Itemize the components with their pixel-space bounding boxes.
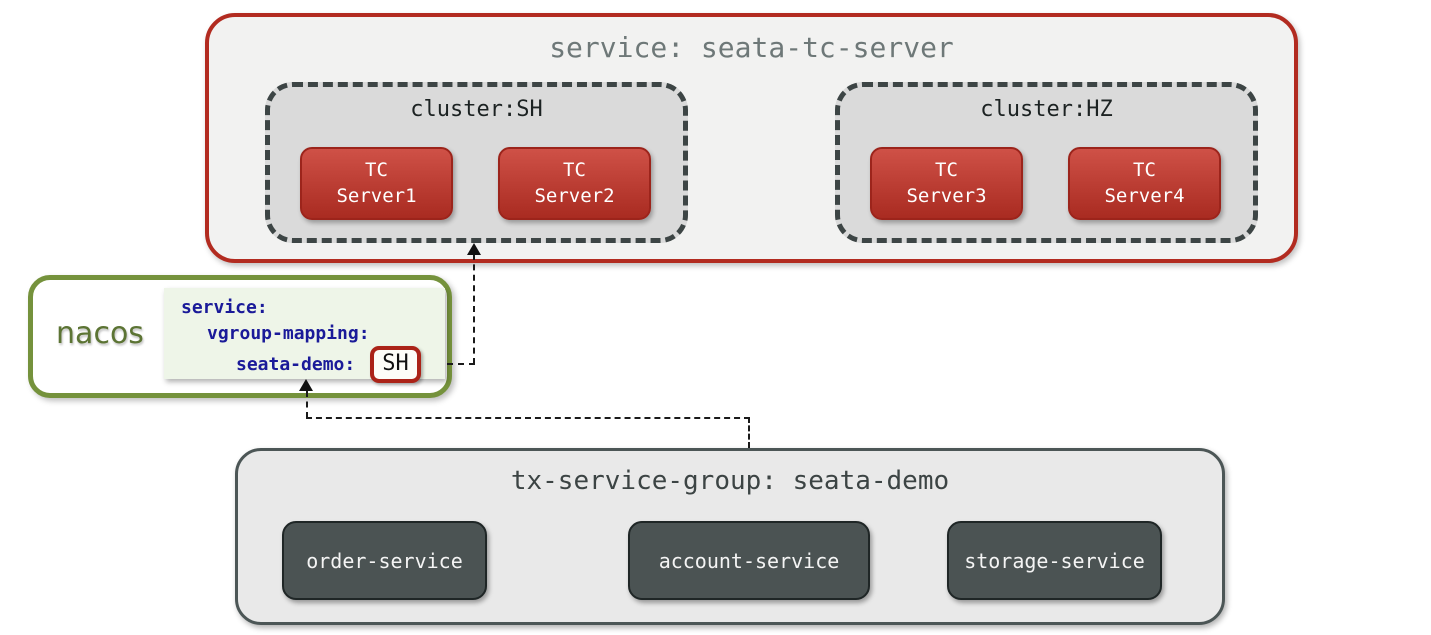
cluster-value-chip: SH [370,346,421,383]
storage-service-label: storage-service [964,548,1145,573]
tc-service-box: service: seata-tc-server cluster:SH TC S… [205,13,1298,263]
nacos-label: nacos [56,316,144,351]
tc-server3-line1: TC [935,158,958,181]
nacos-config-panel: service: vgroup-mapping: seata-demo: SH [164,288,445,383]
tc-server1-box: TC Server1 [300,147,453,220]
tc-server2-line1: TC [563,158,586,181]
tx-service-group-box: tx-service-group: seata-demo order-servi… [235,448,1225,625]
config-seata-demo-key: seata-demo: [236,353,356,375]
arrowhead-to-nacos-icon [299,379,313,391]
connector-chip-to-cluster-vertical [473,254,475,364]
tc-server1-line1: TC [365,158,388,181]
cluster-sh-label: cluster:SH [410,97,543,122]
connector-txgroup-to-nacos-vertical-left [306,391,308,418]
tc-server3-line2: Server3 [906,184,987,207]
tc-server3-box: TC Server3 [870,147,1023,220]
account-service-label: account-service [658,548,840,573]
tc-server2-line2: Server2 [534,184,615,207]
tc-server4-line2: Server4 [1104,184,1185,207]
cluster-hz-box: cluster:HZ TC Server3 TC Server4 [835,82,1258,243]
order-service-label: order-service [306,548,463,573]
cluster-sh-box: cluster:SH TC Server1 TC Server2 [265,82,688,243]
connector-txgroup-to-nacos-vertical-right [748,417,750,448]
connector-txgroup-to-nacos-horizontal [306,417,750,419]
tc-server4-box: TC Server4 [1068,147,1221,220]
nacos-box: nacos service: vgroup-mapping: seata-dem… [28,275,452,398]
tc-service-title: service: seata-tc-server [549,31,954,64]
account-service-box: account-service [628,521,870,600]
order-service-box: order-service [282,521,487,600]
tc-server1-line2: Server1 [336,184,417,207]
tc-server4-line1: TC [1133,158,1156,181]
storage-service-box: storage-service [947,521,1162,600]
arrowhead-to-cluster-sh-icon [467,243,481,255]
config-line-seata-demo: seata-demo: SH [236,346,445,383]
tc-server2-box: TC Server2 [498,147,651,220]
cluster-hz-label: cluster:HZ [980,97,1113,122]
config-line-service: service: [181,297,268,318]
tx-service-group-title: tx-service-group: seata-demo [510,466,950,496]
connector-chip-to-cluster-horizontal [447,363,475,365]
config-line-vgroup-mapping: vgroup-mapping: [207,323,370,344]
